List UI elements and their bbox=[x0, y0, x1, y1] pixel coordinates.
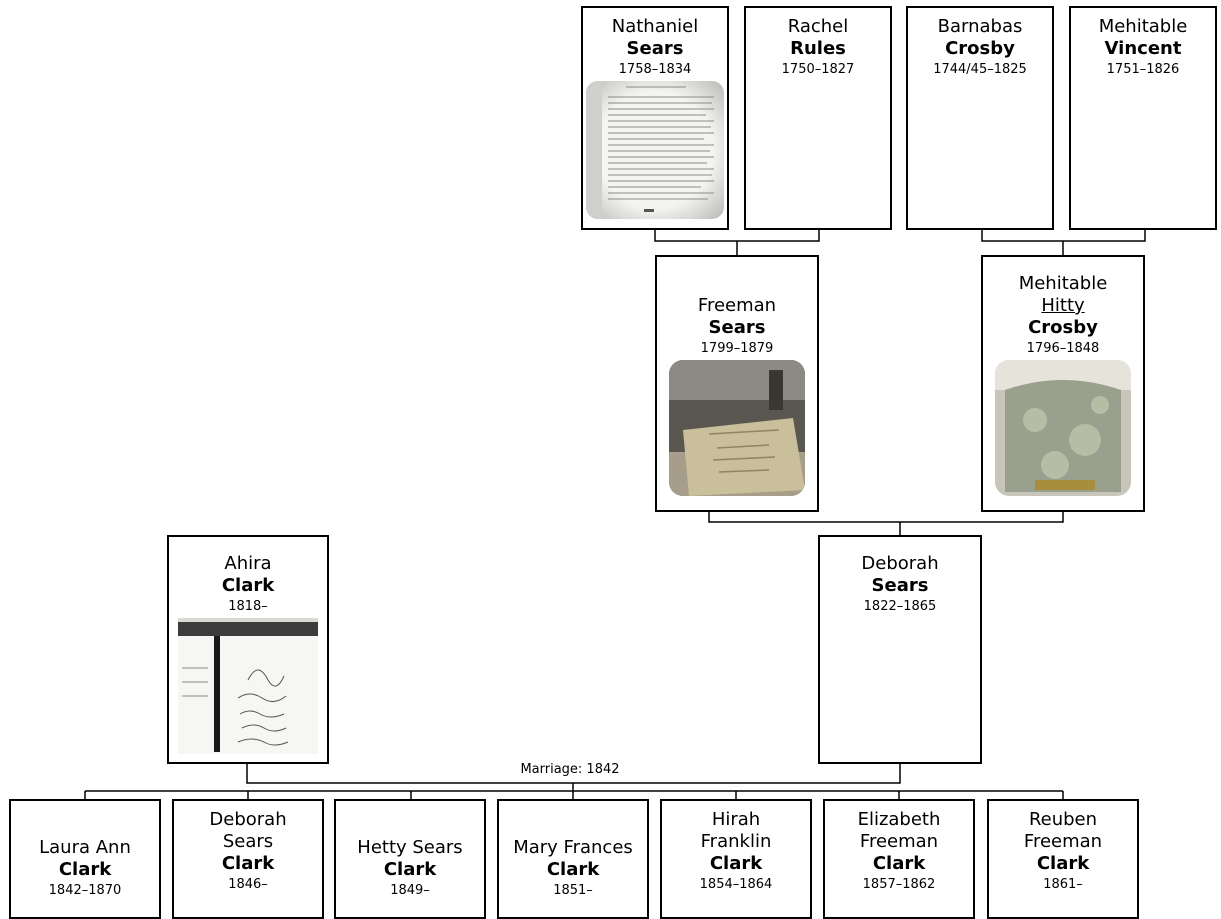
surname: Rules bbox=[790, 38, 846, 59]
given-name: Reuben Freeman bbox=[1023, 809, 1103, 852]
life-dates: 1854–1864 bbox=[699, 877, 773, 892]
given-name: Mehitable bbox=[1018, 273, 1108, 294]
person-card-nathaniel-sears[interactable]: Nathaniel Sears 1758–1834 bbox=[581, 6, 729, 230]
document-page-photo[interactable] bbox=[586, 81, 724, 219]
given-name: Hirah Franklin bbox=[700, 809, 772, 852]
given-name: Ahira bbox=[224, 553, 272, 574]
person-card-rachel-rules[interactable]: Rachel Rules 1750–1827 bbox=[744, 6, 892, 230]
surname: Clark bbox=[546, 859, 600, 880]
life-dates: 1861– bbox=[1043, 877, 1083, 892]
connector-crosby-parents bbox=[981, 230, 1146, 242]
given-name: Elizabeth Freeman bbox=[857, 809, 941, 852]
marriage-label: Marriage: 1842 bbox=[520, 762, 620, 777]
gravestone-photo[interactable] bbox=[669, 360, 805, 496]
surname: Clark bbox=[872, 853, 926, 874]
given-name: Deborah bbox=[861, 553, 939, 574]
surname: Clark bbox=[1036, 853, 1090, 874]
gravestone-photo[interactable] bbox=[995, 360, 1131, 496]
life-dates: 1822–1865 bbox=[863, 599, 937, 614]
life-dates: 1857–1862 bbox=[862, 877, 936, 892]
person-card-freeman-sears[interactable]: Freeman Sears 1799–1879 bbox=[655, 255, 819, 512]
alias-name: Hitty bbox=[1041, 295, 1085, 316]
surname: Clark bbox=[221, 575, 275, 596]
person-card-ahira-clark[interactable]: Ahira Clark 1818– bbox=[167, 535, 329, 764]
surname: Crosby bbox=[1028, 317, 1098, 338]
given-name: Hetty Sears bbox=[357, 837, 463, 858]
given-name: Laura Ann bbox=[39, 837, 131, 858]
connector-freeman-mehitable bbox=[708, 512, 1064, 523]
life-dates: 1751–1826 bbox=[1106, 62, 1180, 77]
person-card-hirah-franklin-clark[interactable]: Hirah Franklin Clark 1854–1864 bbox=[660, 799, 812, 919]
given-name: Nathaniel bbox=[611, 16, 699, 37]
person-card-elizabeth-freeman-clark[interactable]: Elizabeth Freeman Clark 1857–1862 bbox=[823, 799, 975, 919]
person-card-mary-frances-clark[interactable]: Mary Frances Clark 1851– bbox=[497, 799, 649, 919]
person-card-mehitable-crosby[interactable]: Mehitable Hitty Crosby 1796–1848 bbox=[981, 255, 1145, 512]
life-dates: 1851– bbox=[553, 883, 593, 898]
given-name: Rachel bbox=[787, 16, 849, 37]
life-dates: 1846– bbox=[228, 877, 268, 892]
person-card-hetty-sears-clark[interactable]: Hetty Sears Clark 1849– bbox=[334, 799, 486, 919]
person-card-deborah-sears[interactable]: Deborah Sears 1822–1865 bbox=[818, 535, 982, 764]
given-name: Deborah Sears bbox=[209, 809, 287, 852]
surname: Crosby bbox=[945, 38, 1015, 59]
life-dates: 1842–1870 bbox=[48, 883, 122, 898]
connector-sears-parents bbox=[654, 230, 820, 242]
given-name: Mary Frances bbox=[513, 837, 633, 858]
given-name: Barnabas bbox=[937, 16, 1023, 37]
surname: Sears bbox=[626, 38, 684, 59]
person-card-barnabas-crosby[interactable]: Barnabas Crosby 1744/45–1825 bbox=[906, 6, 1054, 230]
surname: Sears bbox=[708, 317, 766, 338]
life-dates: 1758–1834 bbox=[618, 62, 692, 77]
surname: Sears bbox=[871, 575, 929, 596]
surname: Clark bbox=[221, 853, 275, 874]
surname: Clark bbox=[383, 859, 437, 880]
life-dates: 1750–1827 bbox=[781, 62, 855, 77]
life-dates: 1849– bbox=[390, 883, 430, 898]
surname: Clark bbox=[709, 853, 763, 874]
life-dates: 1799–1879 bbox=[700, 341, 774, 356]
life-dates: 1796–1848 bbox=[1026, 341, 1100, 356]
document-record-photo[interactable] bbox=[178, 618, 318, 754]
given-name: Freeman bbox=[697, 295, 777, 316]
given-name: Mehitable bbox=[1098, 16, 1188, 37]
person-card-laura-ann-clark[interactable]: Laura Ann Clark 1842–1870 bbox=[9, 799, 161, 919]
person-card-reuben-freeman-clark[interactable]: Reuben Freeman Clark 1861– bbox=[987, 799, 1139, 919]
surname: Clark bbox=[58, 859, 112, 880]
surname: Vincent bbox=[1104, 38, 1182, 59]
person-card-deborah-sears-clark[interactable]: Deborah Sears Clark 1846– bbox=[172, 799, 324, 919]
person-card-mehitable-vincent[interactable]: Mehitable Vincent 1751–1826 bbox=[1069, 6, 1217, 230]
life-dates: 1744/45–1825 bbox=[933, 62, 1027, 77]
life-dates: 1818– bbox=[228, 599, 268, 614]
